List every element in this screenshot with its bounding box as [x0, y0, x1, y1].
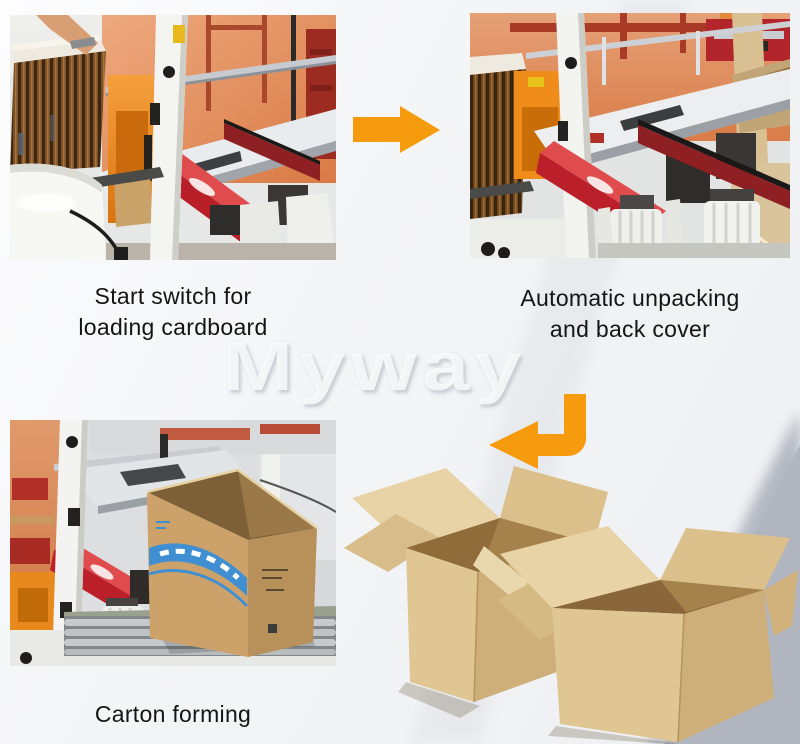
- machine-frame-column: [150, 15, 188, 260]
- watermark: Myway: [222, 327, 527, 405]
- caption-step1-line2: loading cardboard: [78, 314, 268, 340]
- photo-loading-cardboard: [10, 15, 336, 260]
- open-carton-right: [473, 526, 798, 744]
- cardboard-stack: [10, 35, 106, 173]
- bins-and-base: [470, 181, 790, 258]
- caption-step1: Start switch for loading cardboard: [10, 281, 336, 343]
- red-press-beam-dark: [224, 119, 320, 181]
- cardboard-stack: [470, 53, 526, 219]
- caption-step2-line2: and back cover: [549, 316, 711, 342]
- elbow-left-arrow-icon: [489, 394, 587, 469]
- caption-step2-line1: Automatic unpacking: [520, 285, 740, 311]
- operator-arm: [10, 15, 98, 55]
- photo-automatic-unpacking: [470, 13, 790, 258]
- caption-step2: Automatic unpacking and back cover: [470, 283, 790, 345]
- factory-wall: [10, 420, 64, 666]
- amber-panel: [108, 75, 154, 227]
- photo-carton-forming: [10, 420, 336, 666]
- machine-base: [10, 163, 164, 260]
- carton-box: [146, 468, 318, 657]
- cartons-illustration: [340, 430, 800, 744]
- caption-step3-line1: Carton forming: [94, 701, 252, 727]
- right-arrow-icon: [353, 106, 440, 153]
- red-press-beam-dark: [638, 119, 790, 209]
- caption-step1-line1: Start switch for: [94, 283, 252, 309]
- caption-step3: Carton forming: [10, 699, 336, 730]
- silver-rail: [526, 21, 790, 85]
- machine-frame-column: [52, 420, 88, 666]
